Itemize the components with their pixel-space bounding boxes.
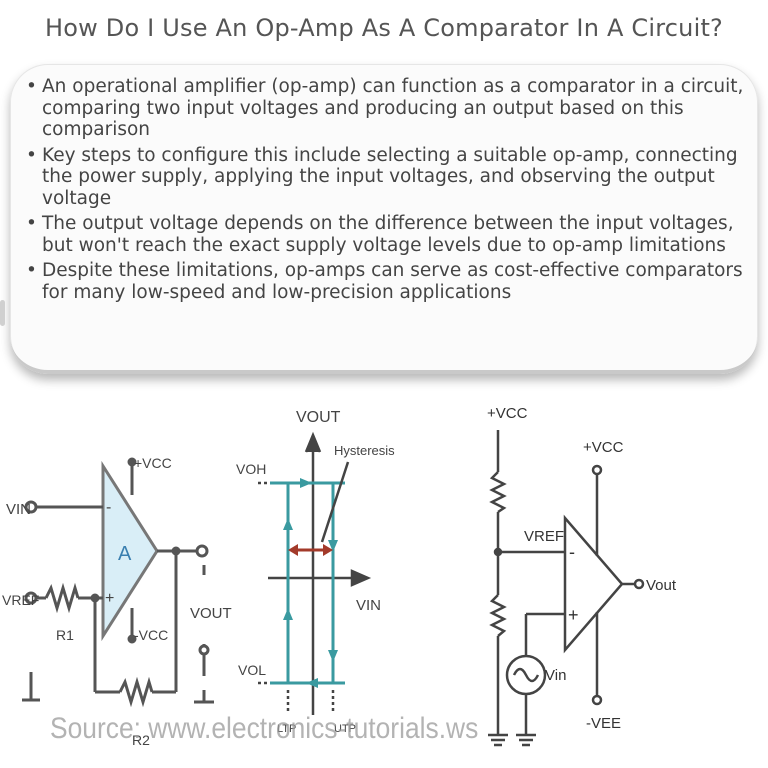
utp-label: UTP — [334, 723, 356, 735]
left-comparator-circuit — [22, 457, 214, 708]
vol-label: VOL — [238, 662, 266, 678]
minus-right-label: - — [569, 542, 575, 562]
resistor-r1 — [44, 582, 80, 614]
page-title: How Do I Use An Op-Amp As A Comparator I… — [44, 14, 723, 42]
vin-label: VIN — [6, 501, 31, 518]
minus-label: - — [106, 499, 111, 516]
vin-axis-label: VIN — [356, 597, 381, 614]
bullet-list: An operational amplifier (op-amp) can fu… — [26, 76, 744, 307]
vref-right-label: VREF — [524, 528, 564, 545]
resistor-top — [489, 471, 507, 514]
opamp-triangle — [101, 460, 159, 642]
left-edge-mark — [0, 300, 5, 326]
vin-right-label: Vin — [545, 667, 566, 684]
bullet-item: The output voltage depends on the differ… — [26, 213, 744, 256]
r1-label: R1 — [56, 627, 74, 643]
vout-label: VOUT — [190, 605, 232, 622]
vcc-amp-label: +VCC — [583, 439, 624, 456]
vcc-top-label: +VCC — [487, 405, 528, 422]
resistor-r2 — [118, 676, 154, 708]
bullet-item: Despite these limitations, op-amps can s… — [26, 260, 744, 303]
right-comparator-circuit — [488, 430, 645, 747]
ltp-label: LTP — [277, 723, 296, 735]
hysteresis-label: Hysteresis — [334, 443, 395, 458]
source-watermark: Source: www.electronics-tutorials.ws — [50, 710, 478, 744]
vref-label: VREF — [2, 592, 39, 608]
bullet-item: Key steps to configure this include sele… — [26, 145, 744, 210]
vcc-neg-label: -VCC — [134, 627, 168, 643]
vout-axis-label: VOUT — [296, 409, 341, 426]
opamp-triangle-right — [563, 514, 624, 654]
vcc-pos-label: +VCC — [134, 455, 172, 471]
r2-label: R2 — [132, 732, 150, 748]
bullet-item: An operational amplifier (op-amp) can fu… — [26, 76, 744, 141]
resistor-bottom — [489, 594, 507, 637]
plus-label: + — [105, 590, 114, 607]
voh-label: VOH — [236, 461, 266, 477]
hysteresis-plot — [258, 431, 372, 715]
amp-label: A — [118, 543, 132, 565]
vout-right-label: Vout — [646, 577, 677, 594]
vee-label: -VEE — [586, 715, 621, 732]
plus-right-label: + — [568, 605, 579, 625]
